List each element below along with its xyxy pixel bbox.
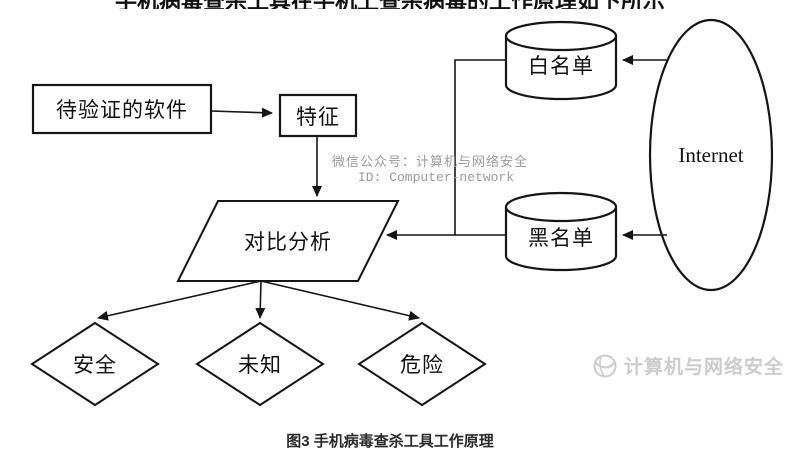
arrow-compare-to-safe <box>97 280 262 321</box>
figure-caption: 图3 手机病毒查杀工具工作原理 <box>286 433 494 450</box>
feature-label: 特征 <box>296 104 340 129</box>
whitelist-label: 白名单 <box>528 54 594 78</box>
whitelist-cylinder-top <box>504 20 618 52</box>
internet-label: Internet <box>678 142 744 167</box>
cropped-title: 手机病毒查杀工具在手机上查杀病毒的工作原理如下所示 <box>112 0 668 9</box>
arrow-software-to-feature <box>210 107 273 118</box>
safe-diamond <box>30 321 160 407</box>
watermark-wechat-line: 微信公众号：计算机与网络安全 <box>332 154 529 169</box>
arrow-compare-to-unknown <box>255 280 266 319</box>
watermark-id-line: ID: Computer-network <box>358 170 515 185</box>
globe-swirl-icon <box>593 354 617 377</box>
cropped-title-text: 手机病毒查杀工具在手机上查杀病毒的工作原理如下所示 <box>112 0 668 9</box>
connector-whitelist-down <box>454 59 506 235</box>
software-box <box>31 83 213 135</box>
compare-parallelogram <box>176 200 400 282</box>
internet-ellipse <box>648 18 774 292</box>
blacklist-cylinder-body <box>504 207 618 272</box>
brand-watermark-text: 计算机与网络安全 <box>624 357 785 378</box>
whitelist-cylinder-body <box>504 36 618 101</box>
unknown-diamond <box>195 321 325 407</box>
arrow-compare-to-danger <box>260 280 420 321</box>
danger-diamond <box>357 321 487 407</box>
blacklist-label: 黑名单 <box>528 226 594 250</box>
compare-label: 对比分析 <box>244 230 332 254</box>
unknown-label: 未知 <box>238 353 282 377</box>
software-label: 待验证的软件 <box>56 98 188 122</box>
feature-box <box>278 93 358 138</box>
danger-label: 危险 <box>400 353 444 377</box>
blacklist-cylinder-top <box>504 191 618 223</box>
safe-label: 安全 <box>73 353 117 377</box>
brand-watermark: 计算机与网络安全 <box>592 352 784 379</box>
